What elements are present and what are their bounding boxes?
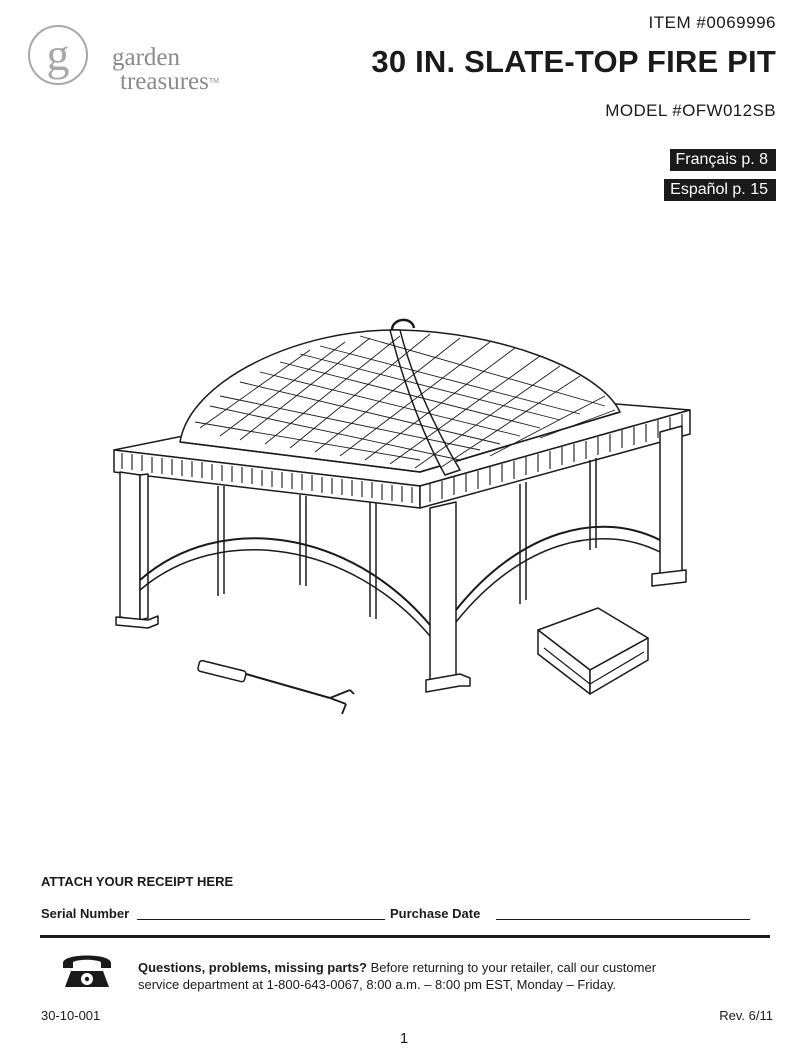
trademark-mark: TM (208, 78, 219, 85)
svg-text:g: g (47, 29, 70, 80)
receipt-heading: ATTACH YOUR RECEIPT HERE (41, 874, 234, 889)
french-page-link[interactable]: Français p. 8 (669, 149, 776, 171)
fire-pit-illustration (113, 318, 691, 715)
purchase-date-label: Purchase Date (390, 906, 481, 921)
model-number: MODEL #OFW012SB (605, 101, 776, 120)
brand-logo: g garden treasuresTM (28, 22, 228, 94)
purchase-date-field[interactable] (496, 919, 750, 920)
telephone-icon (63, 955, 111, 987)
item-number: ITEM #0069996 (648, 13, 776, 32)
spanish-page-link[interactable]: Español p. 15 (664, 179, 776, 201)
brand-name: garden treasuresTM (112, 44, 219, 95)
help-question: Questions, problems, missing parts? (138, 960, 367, 975)
document-code: 30-10-001 (41, 1008, 101, 1023)
serial-number-field[interactable] (137, 919, 385, 920)
revision-date: Rev. 6/11 (719, 1008, 773, 1023)
serial-number-label: Serial Number (41, 906, 130, 921)
logo-g-emblem: g (28, 25, 88, 85)
section-divider (40, 935, 770, 938)
product-title: 30 IN. SLATE-TOP FIRE PIT (371, 44, 776, 79)
brand-line-2: treasures (120, 68, 209, 95)
help-text-line-1: Before returning to your retailer, call … (367, 960, 657, 975)
customer-service-notice: Questions, problems, missing parts? Befo… (138, 959, 738, 993)
receipt-fields: Serial Number Purchase Date (41, 906, 761, 924)
page-number: 1 (399, 1030, 409, 1047)
brand-line-1: garden (112, 44, 181, 71)
help-text-line-2: service department at 1-800-643-0067, 8:… (138, 977, 617, 992)
